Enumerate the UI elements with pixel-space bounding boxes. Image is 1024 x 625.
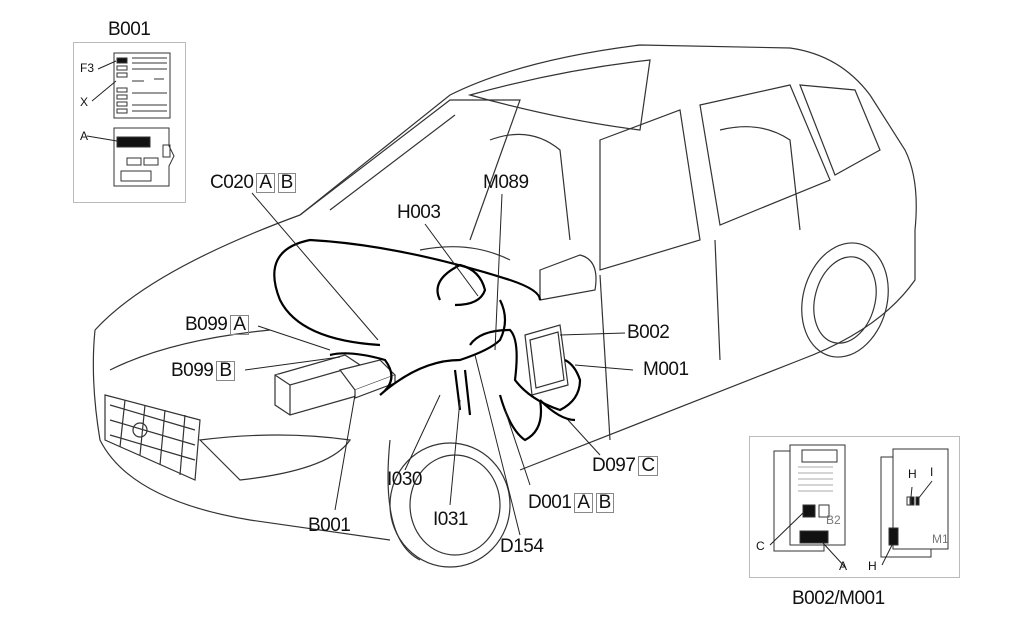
connector-a: [116, 136, 151, 148]
fusebox-diagram: [86, 52, 175, 187]
connector-c: [802, 504, 816, 518]
connector-h-upper: [910, 496, 915, 506]
callout-d154: D154: [500, 536, 544, 557]
inset-b002-m001: [749, 436, 960, 578]
label-c: C: [756, 539, 765, 553]
connector-a: [799, 530, 829, 544]
ecu-b002: [524, 324, 569, 396]
label-f3: F3: [80, 61, 95, 75]
label-m1: M1: [932, 532, 949, 546]
leader-lines: [244, 192, 634, 536]
inset-b002-m001-title: B002/M001: [792, 588, 885, 609]
inset-b001: [73, 42, 186, 203]
label-h-lower: H: [868, 559, 877, 573]
car-body-outline: [92, 44, 917, 568]
callout-m089: M089: [483, 172, 529, 193]
callout-b001: B001: [308, 515, 351, 536]
ecu-connector-diagram: [769, 444, 949, 568]
battery: [274, 354, 361, 416]
inset-b001-title: B001: [108, 19, 151, 40]
label-h-upper: H: [908, 467, 917, 481]
callout-i030: I030: [387, 469, 422, 490]
callout-h003: H003: [397, 202, 441, 223]
label-a: A: [80, 129, 89, 143]
fuse-box-b001: [338, 359, 397, 399]
fuse-f3: [116, 57, 128, 64]
connector-h-lower: [888, 527, 899, 546]
label-i: I: [930, 465, 934, 479]
label-a2: A: [839, 559, 848, 573]
callout-i031: I031: [433, 509, 468, 530]
label-b2: B2: [826, 513, 841, 527]
connector-i: [915, 496, 920, 506]
callout-b002: B002: [627, 322, 670, 343]
label-x: X: [80, 95, 89, 109]
callout-m001: M001: [643, 359, 689, 380]
